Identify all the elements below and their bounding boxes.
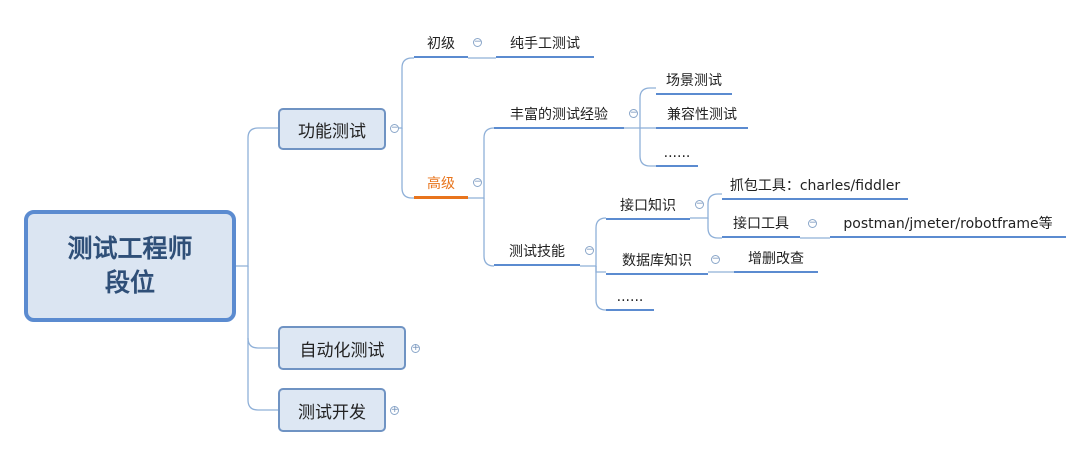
root-title-line2: 段位	[104, 268, 155, 297]
node-test-development[interactable]: 测试开发	[278, 388, 386, 432]
node-senior[interactable]: 高级	[414, 175, 468, 199]
collapse-toggle-icon[interactable]: −	[695, 199, 704, 209]
node-skills-more[interactable]: ......	[606, 288, 654, 311]
node-api-tools[interactable]: 接口工具	[722, 215, 800, 238]
root-node[interactable]: 测试工程师 段位	[24, 210, 236, 322]
node-scenario-testing[interactable]: 场景测试	[656, 72, 732, 95]
node-api-knowledge[interactable]: 接口知识	[606, 197, 690, 220]
collapse-toggle-icon[interactable]: −	[585, 245, 594, 255]
node-api-tool-list[interactable]: postman/jmeter/robotframe等	[830, 215, 1066, 238]
collapse-toggle-icon[interactable]: −	[629, 108, 638, 118]
node-crud[interactable]: 增删改查	[734, 250, 818, 273]
node-functional-testing[interactable]: 功能测试	[278, 108, 386, 150]
node-capture-tools[interactable]: 抓包工具：charles/fiddler	[722, 177, 908, 200]
node-experience-more[interactable]: ......	[656, 144, 698, 167]
node-automation-testing[interactable]: 自动化测试	[278, 326, 406, 370]
collapse-toggle-icon[interactable]: −	[473, 177, 482, 187]
node-manual-testing[interactable]: 纯手工测试	[496, 35, 594, 58]
node-db-knowledge[interactable]: 数据库知识	[606, 252, 708, 275]
node-rich-experience[interactable]: 丰富的测试经验	[494, 106, 624, 129]
collapse-toggle-icon[interactable]: −	[711, 254, 720, 264]
expand-toggle-icon[interactable]: +	[411, 343, 420, 353]
collapse-toggle-icon[interactable]: −	[473, 37, 482, 47]
root-title-line1: 测试工程师	[67, 234, 193, 263]
expand-toggle-icon[interactable]: +	[390, 405, 399, 415]
collapse-toggle-icon[interactable]: −	[808, 218, 817, 228]
node-junior[interactable]: 初级	[414, 35, 468, 58]
collapse-toggle-icon[interactable]: −	[390, 123, 399, 133]
node-test-skills[interactable]: 测试技能	[494, 243, 580, 266]
node-compatibility-testing[interactable]: 兼容性测试	[656, 106, 748, 129]
